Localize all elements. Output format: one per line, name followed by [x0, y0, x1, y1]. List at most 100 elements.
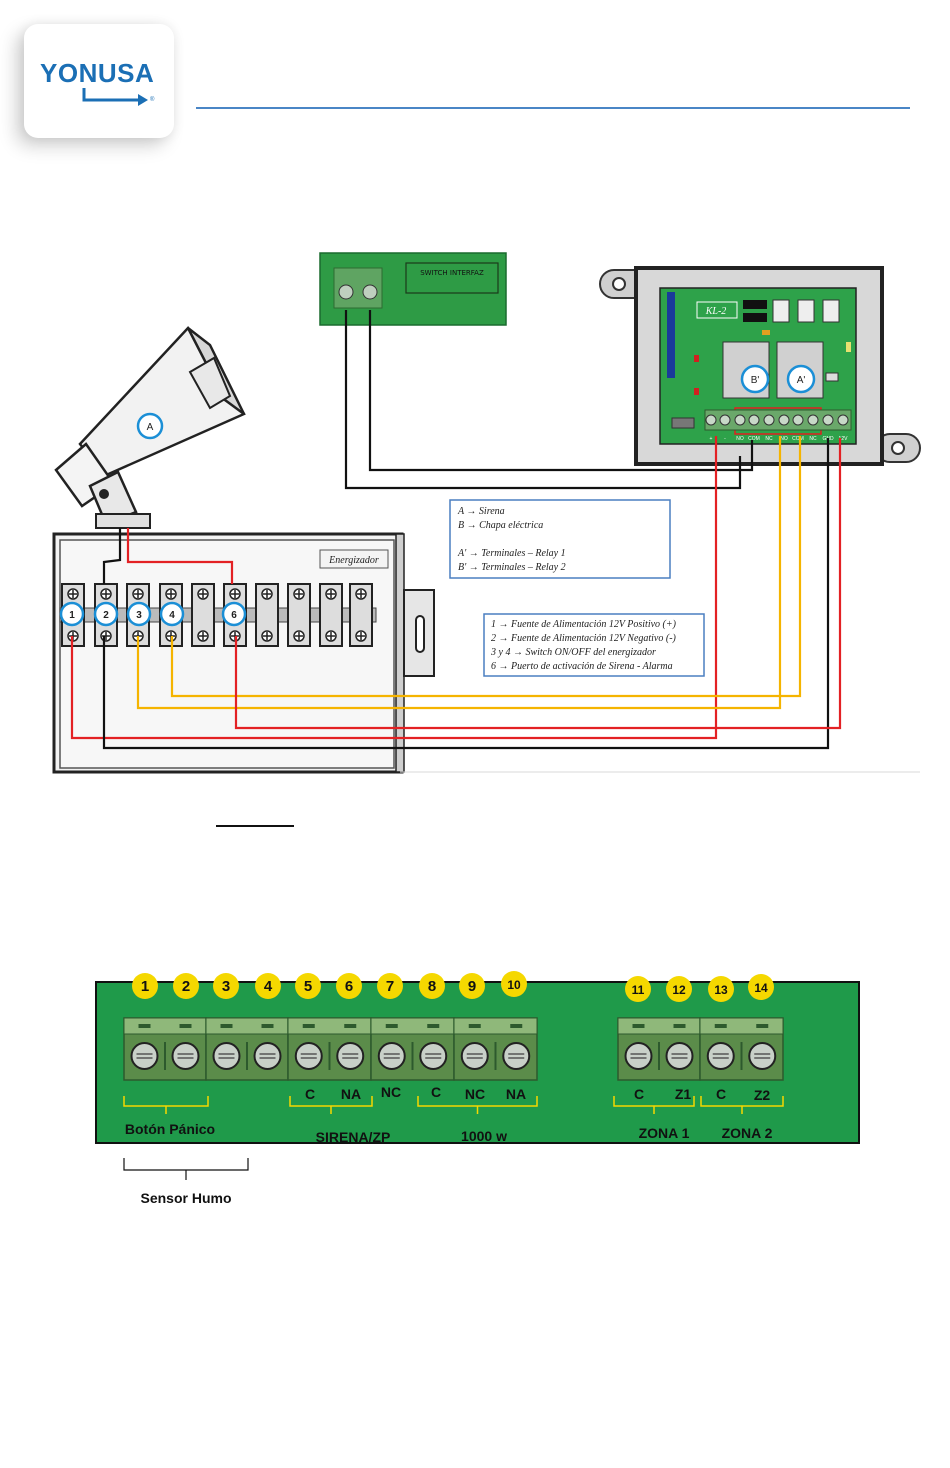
energizador-badge — [59, 601, 85, 627]
sensor-humo-bracket — [123, 1158, 249, 1180]
terminal-group-label: ZONA 2 — [722, 1125, 773, 1141]
terminal-number-badge: 9 — [459, 973, 485, 999]
energizador-badge-number: 3 — [136, 610, 142, 621]
svg-text:9: 9 — [468, 978, 476, 995]
terminal-label: C — [716, 1086, 726, 1102]
legend-terminal-row: 6 → Puerto de activación de Sirena - Ala… — [491, 661, 673, 672]
kl2-screw — [807, 414, 819, 426]
terminal-number-badge: 13 — [708, 976, 734, 1002]
terminal-block — [699, 1017, 784, 1081]
terminal-number-badge: 5 — [295, 973, 321, 999]
svg-text:8: 8 — [428, 978, 436, 995]
energizador-label: Energizador — [328, 555, 379, 566]
terminal-block — [205, 1017, 289, 1081]
energizador-badge-number: 4 — [169, 610, 175, 621]
kl2-screw — [778, 414, 790, 426]
terminal-number-badge: 4 — [255, 973, 281, 999]
badge-a-prime: A' — [797, 375, 806, 386]
energizador-badge-number: 2 — [103, 610, 109, 621]
kl2-label: KL-2 — [705, 306, 727, 317]
switch-interfaz-board: SWITCH INTERFAZ — [319, 252, 507, 326]
kl2-terminal-label: 12V — [839, 436, 849, 442]
energizador-badge — [93, 601, 119, 627]
svg-text:4: 4 — [264, 978, 273, 995]
svg-text:5: 5 — [304, 978, 312, 995]
kl2-terminal-label: NO — [736, 436, 744, 442]
sensor-humo-label: Sensor Humo — [140, 1190, 231, 1206]
terminal-label: Z1 — [675, 1086, 692, 1102]
energizador-terminal — [255, 583, 279, 647]
logo-arrow-icon: ® — [82, 88, 155, 106]
terminal-label: C — [305, 1086, 315, 1102]
terminal-label: NA — [341, 1086, 361, 1102]
terminal-label: NC — [381, 1084, 401, 1100]
energizador-terminal — [191, 583, 215, 647]
terminal-number-badge: 3 — [213, 973, 239, 999]
logo-registered: ® — [150, 96, 155, 103]
terminal-number-badge: 7 — [377, 973, 403, 999]
svg-text:3: 3 — [222, 978, 230, 995]
legend-terminals: 1 → Fuente de Alimentación 12V Positivo … — [483, 613, 705, 677]
legend-device-row: A' → Terminales – Relay 1 — [457, 548, 566, 559]
kl2-screw — [734, 414, 746, 426]
kl2-terminal-label: COM — [748, 436, 760, 442]
svg-text:1: 1 — [141, 978, 149, 995]
terminal-label: C — [431, 1084, 441, 1100]
terminal-number-badge: 6 — [336, 973, 362, 999]
svg-text:14: 14 — [754, 981, 768, 995]
terminal-group-label: 1000 w — [461, 1128, 507, 1144]
legend-device-row: B' → Terminales – Relay 2 — [458, 562, 566, 573]
wires — [70, 310, 842, 750]
kl2-screw — [792, 414, 804, 426]
svg-text:6: 6 — [345, 978, 353, 995]
svg-text:2: 2 — [182, 978, 190, 995]
energizador-badge — [159, 601, 185, 627]
terminal-label: NA — [506, 1086, 526, 1102]
svg-text:12: 12 — [672, 983, 686, 997]
terminal-block — [370, 1017, 455, 1081]
terminal-block — [617, 1017, 701, 1081]
kl2-screw — [837, 414, 849, 426]
terminal-label: C — [634, 1086, 644, 1102]
terminal-number-badge: 11 — [625, 976, 651, 1002]
terminal-bracket — [289, 1096, 373, 1114]
terminal-number-badge: 2 — [173, 973, 199, 999]
legend-device-row: B → Chapa eléctrica — [458, 520, 543, 531]
kl2-terminal-label: + — [710, 436, 713, 442]
kl2-terminal-label: NC — [809, 436, 817, 442]
terminal-group-label: Botón Pánico — [125, 1121, 215, 1137]
legend-terminal-row: 2 → Fuente de Alimentación 12V Negativo … — [491, 633, 677, 644]
kl2-screw — [822, 414, 834, 426]
legend-terminal-row: 1 → Fuente de Alimentación 12V Positivo … — [491, 619, 677, 630]
svg-text:10: 10 — [507, 978, 521, 992]
switch-interfaz-label: SWITCH INTERFAZ — [420, 269, 484, 277]
header-rule — [196, 107, 910, 109]
kl2-screw — [748, 414, 760, 426]
terminal-block — [453, 1017, 538, 1081]
terminal-bracket — [613, 1096, 695, 1114]
terminal-block — [287, 1017, 372, 1081]
svg-text:11: 11 — [632, 983, 645, 997]
energizador-badge — [221, 601, 247, 627]
energizador-badge-number: 1 — [69, 610, 75, 621]
terminal-block — [123, 1017, 207, 1081]
terminal-bracket — [417, 1096, 538, 1114]
svg-text:13: 13 — [714, 983, 728, 997]
kl2-terminal-label: - — [724, 436, 726, 442]
energizador-terminal — [349, 583, 373, 647]
yonusa-logo: YONUSA — [40, 58, 155, 88]
terminal-label: NC — [465, 1086, 485, 1102]
energizador-badge — [126, 601, 152, 627]
siren-device: A — [54, 325, 246, 529]
kl2-terminal-label: NC — [765, 436, 773, 442]
terminal-label: Z2 — [754, 1087, 771, 1103]
kl2-terminal-label: COM — [792, 436, 804, 442]
kl2-terminal-label: NO — [780, 436, 788, 442]
terminal-number-badge: 8 — [419, 973, 445, 999]
badge-b-prime: B' — [751, 375, 760, 386]
terminal-bracket — [123, 1096, 209, 1114]
